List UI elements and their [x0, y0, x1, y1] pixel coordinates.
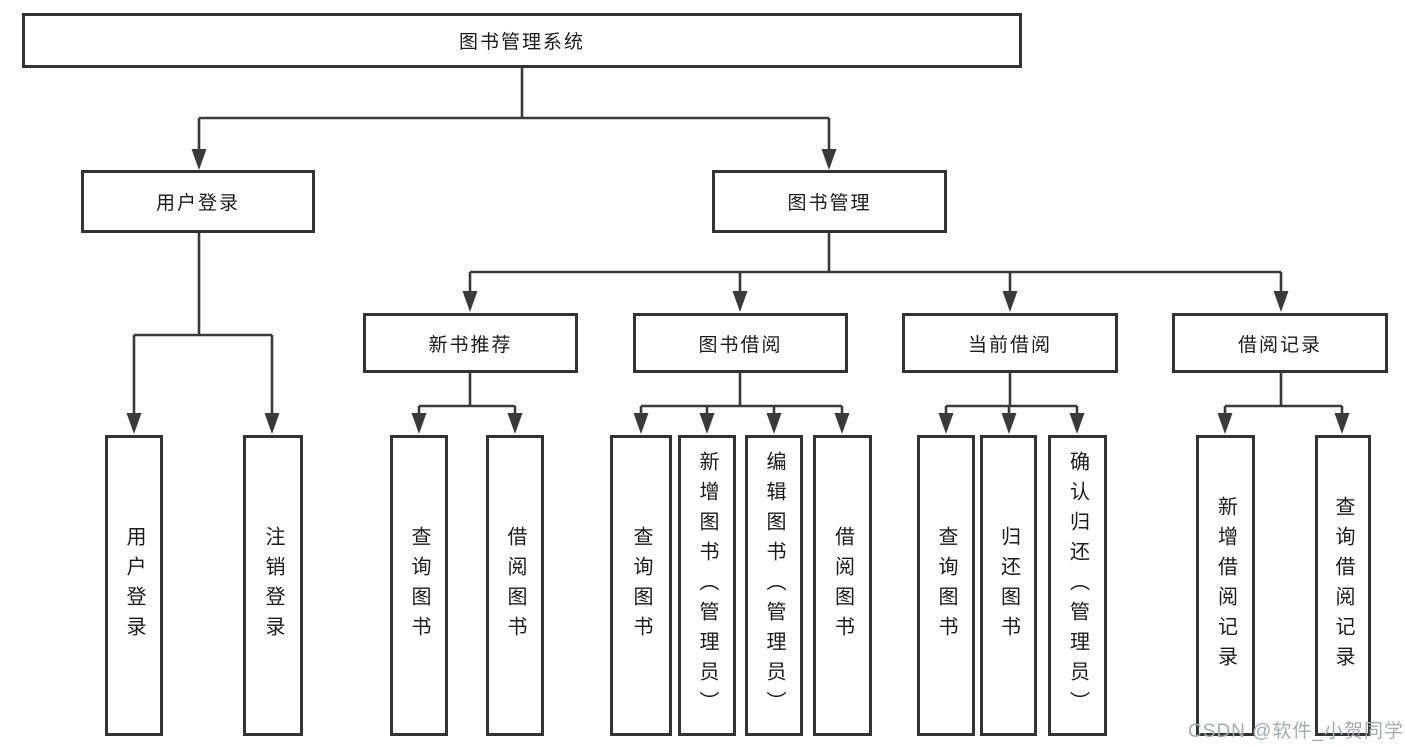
node-label: 图书管理 — [787, 193, 872, 214]
node-label: 当前借阅 — [967, 334, 1052, 356]
arrowhead-icon — [633, 413, 649, 434]
node-label: 用户登录 — [155, 193, 240, 214]
node-label: 图书管理系统 — [458, 32, 585, 53]
node-label: 确认归还（管理员） — [1066, 450, 1089, 721]
leaf-add-books-admin: 新增图书（管理员） — [678, 435, 736, 736]
leaf-borrow-books: 借阅图书 — [813, 435, 872, 736]
arrowhead-icon — [821, 149, 837, 170]
leaf-return-books: 归还图书 — [980, 435, 1037, 736]
arrowhead-icon — [1334, 413, 1350, 434]
connector-newbookrec-to-leaves — [417, 373, 517, 421]
arrowhead-icon — [507, 413, 523, 434]
arrowhead-icon — [938, 413, 954, 434]
leaf-logout: 注销登录 — [243, 435, 303, 736]
node-label: 图书借阅 — [698, 334, 783, 356]
leaf-query-books-recommend: 查询图书 — [390, 435, 448, 736]
leaf-confirm-return-admin: 确认归还（管理员） — [1048, 435, 1107, 736]
csdn-watermark: CSDN @软件_小贺同学 — [1188, 721, 1404, 742]
arrowhead-icon — [462, 291, 478, 312]
node-label: 查询图书 — [935, 525, 957, 646]
arrowhead-icon — [191, 149, 207, 170]
node-label: 归还图书 — [997, 525, 1020, 646]
arrowhead-icon — [1002, 291, 1018, 312]
node-book-borrowing: 图书借阅 — [633, 313, 848, 373]
arrowhead-icon — [834, 413, 850, 434]
arrowhead-icon — [411, 413, 427, 434]
node-label: 编辑图书（管理员） — [763, 450, 785, 721]
leaf-add-borrow-record: 新增借阅记录 — [1196, 435, 1255, 736]
leaf-query-books-borrowing: 查询图书 — [610, 435, 672, 736]
node-label: 用户登录 — [123, 525, 145, 646]
node-book-management: 图书管理 — [712, 170, 947, 233]
node-label: 借阅图书 — [504, 525, 526, 646]
connector-borrowrecords-to-leaves — [1223, 373, 1344, 421]
node-label: 查询图书 — [408, 525, 430, 646]
node-label: 借阅记录 — [1237, 334, 1322, 356]
node-label: 新增借阅记录 — [1214, 495, 1237, 676]
arrowhead-icon — [732, 291, 748, 312]
node-label: 注销登录 — [262, 525, 284, 646]
arrowhead-icon — [1217, 413, 1233, 434]
arrowhead-icon — [126, 413, 142, 434]
leaf-user-login: 用户登录 — [105, 435, 163, 736]
arrowhead-icon — [699, 413, 715, 434]
connector-bookmgmt-to-level3 — [468, 233, 1283, 299]
node-library-management-system: 图书管理系统 — [22, 13, 1022, 68]
node-label: 新增图书（管理员） — [696, 450, 718, 721]
node-label: 查询图书 — [630, 525, 652, 646]
arrowhead-icon — [1273, 291, 1289, 312]
node-label: 新书推荐 — [428, 334, 513, 356]
node-label: 借阅图书 — [831, 525, 854, 646]
node-user-login: 用户登录 — [81, 170, 315, 233]
arrowhead-icon — [1069, 413, 1085, 434]
arrowhead-icon — [1001, 413, 1017, 434]
node-label: 查询借阅记录 — [1332, 495, 1354, 676]
node-current-borrowing: 当前借阅 — [902, 313, 1118, 373]
arrowhead-icon — [766, 413, 782, 434]
leaf-query-books-current: 查询图书 — [917, 435, 975, 736]
node-borrowing-records: 借阅记录 — [1172, 313, 1388, 373]
arrowhead-icon — [264, 413, 280, 434]
connector-root-to-level2 — [197, 68, 831, 158]
node-new-book-recommendation: 新书推荐 — [363, 313, 578, 373]
leaf-query-borrow-record: 查询借阅记录 — [1315, 435, 1371, 736]
leaf-edit-books-admin: 编辑图书（管理员） — [745, 435, 803, 736]
leaf-borrow-books-recommend: 借阅图书 — [486, 435, 544, 736]
connector-userlogin-to-leaves — [132, 233, 274, 421]
connector-bookborrow-to-leaves — [639, 373, 844, 421]
arrowheads — [126, 149, 1350, 434]
